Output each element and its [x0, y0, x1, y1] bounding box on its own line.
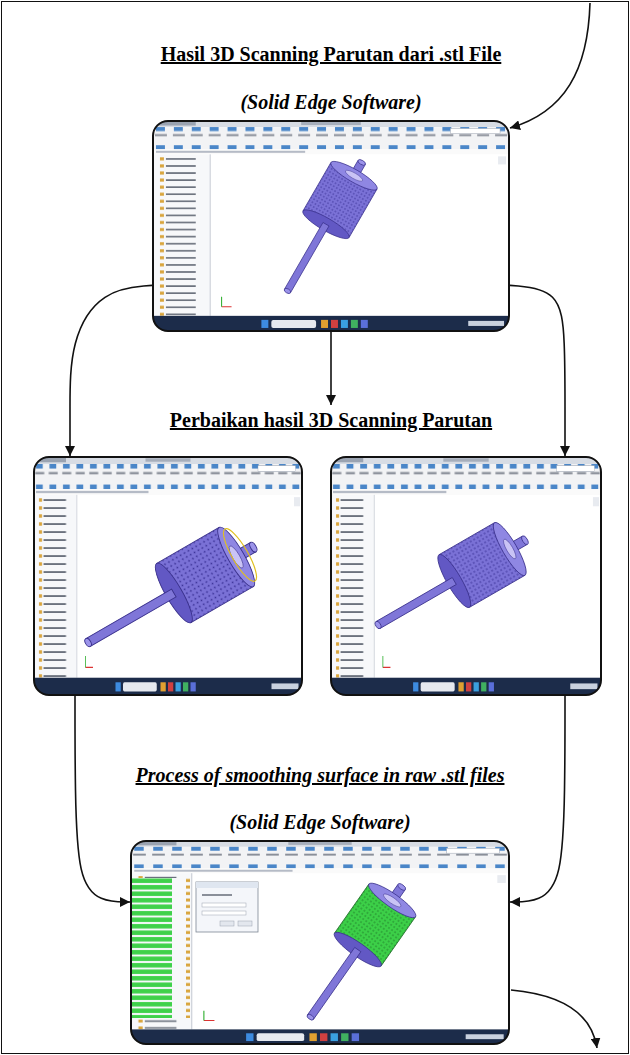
screenshot-3 — [331, 457, 601, 695]
subheading-text: (Solid Edge Software) — [229, 810, 410, 834]
screenshot-frame: Hasil 3D Scanning Parutan dari .stl File… — [152, 120, 510, 332]
dialog-button — [238, 921, 252, 926]
software-window — [153, 121, 509, 331]
heading-text: Hasil 3D Scanning Parutan dari .stl File — [161, 42, 502, 66]
software-window — [131, 841, 509, 1044]
screenshot-4 — [131, 841, 509, 1044]
grater-model — [361, 513, 542, 653]
incoming-arrow — [510, 3, 590, 128]
heading-text: Process of smoothing surface in raw .stl… — [136, 763, 505, 787]
smoothing-dialog — [196, 882, 258, 932]
flow-arrow — [510, 696, 565, 902]
heading-text: Perbaikan hasil 3D Scanning Parutan — [170, 408, 492, 432]
dialog-field — [202, 903, 246, 907]
flow-arrow — [510, 285, 565, 456]
selection-ring — [218, 525, 262, 585]
dialog-field — [202, 911, 246, 915]
screenshot-frame: Process of smoothing surface in raw .stl… — [130, 840, 510, 1045]
flow-arrow — [70, 285, 152, 456]
outgoing-arrow — [511, 990, 597, 1048]
selected-bodies — [132, 878, 190, 1018]
flow-arrow — [75, 696, 130, 902]
screenshot-1 — [153, 121, 509, 331]
grater-model — [286, 869, 426, 1036]
screenshot-frame — [33, 456, 303, 696]
grater-model — [263, 147, 385, 306]
dialog-button — [220, 921, 234, 926]
connectors — [70, 285, 565, 902]
screenshot-frame — [330, 456, 602, 696]
subheading-text: (Solid Edge Software) — [240, 90, 421, 114]
flow-arrow — [330, 332, 332, 405]
dialog-title — [196, 882, 258, 888]
screenshot-2 — [34, 457, 302, 695]
software-window — [34, 457, 302, 695]
dialog-row — [202, 894, 232, 896]
section-heading: Perbaikan hasil 3D Scanning Parutan — [166, 408, 496, 432]
grater-model — [69, 516, 273, 673]
software-window — [331, 457, 601, 695]
